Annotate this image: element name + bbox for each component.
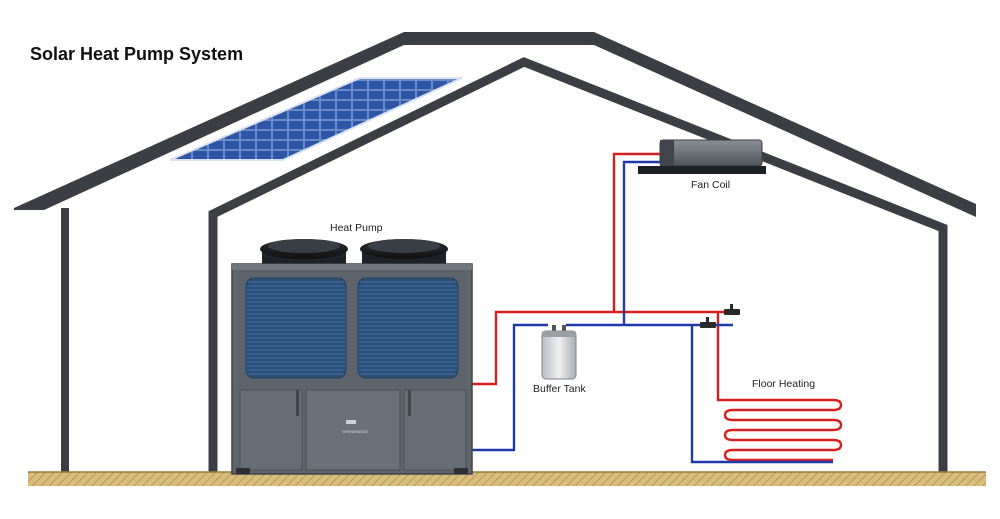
heat-pump-label: Heat Pump [330,222,383,234]
roof [14,32,976,217]
floor-heating-label: Floor Heating [752,378,815,390]
diagram-title: Solar Heat Pump System [30,44,244,64]
house-frame [61,57,948,472]
solar-panel-icon [169,77,463,161]
buffer-tank-icon [541,325,577,380]
heat-pump-unit-icon [231,239,473,475]
heat-pump-brand: SHENGNENG [342,429,368,434]
heat-pump-fan [360,239,448,265]
hot-water-pipes [472,152,843,462]
ground-floor [28,471,986,486]
fan-coil-label: Fan Coil [691,179,730,191]
fan-coil-unit-icon [638,139,766,174]
heat-pump-fan [260,239,348,265]
buffer-tank-label: Buffer Tank [533,383,586,395]
valve-icon [700,304,740,328]
